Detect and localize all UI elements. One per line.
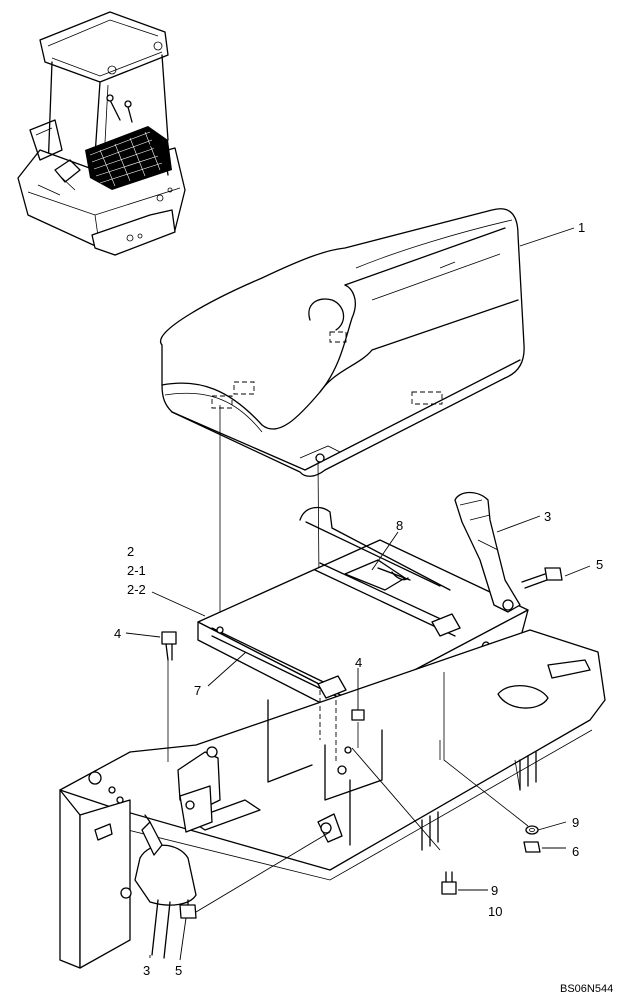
washer-9-right [525, 825, 539, 835]
callout-4-left: 4 [114, 626, 121, 641]
callout-9-bottom: 9 [491, 883, 498, 898]
callout-3-top: 3 [544, 509, 551, 524]
seat-cushion [159, 208, 525, 477]
bolt-4-left [161, 631, 177, 661]
callout-3-bottom: 3 [143, 963, 150, 978]
bolt-5-bottom [179, 899, 197, 919]
callout-8: 8 [396, 518, 403, 533]
callout-2-1: 2-1 [127, 563, 146, 578]
base-plate-frame [59, 629, 606, 969]
callout-6: 6 [572, 844, 579, 859]
control-lever-bracket-top [454, 491, 521, 613]
callout-10: 10 [488, 904, 502, 919]
control-lever-bracket-bottom [120, 814, 197, 959]
callout-4-center: 4 [355, 655, 362, 670]
bolt-9-bottom [441, 871, 457, 895]
bolt-5-right [521, 567, 563, 589]
callout-5-bottom: 5 [175, 963, 182, 978]
callout-2-2: 2-2 [127, 582, 146, 597]
bolt-4-center [351, 709, 365, 721]
nut-6 [523, 841, 541, 853]
callout-2: 2 [127, 544, 134, 559]
callout-1: 1 [578, 220, 585, 235]
callout-9-right: 9 [572, 815, 579, 830]
figure-code: BS06N544 [560, 983, 613, 995]
callout-5-right: 5 [596, 557, 603, 572]
cab-overview-inset [17, 11, 186, 256]
callout-7: 7 [194, 683, 201, 698]
